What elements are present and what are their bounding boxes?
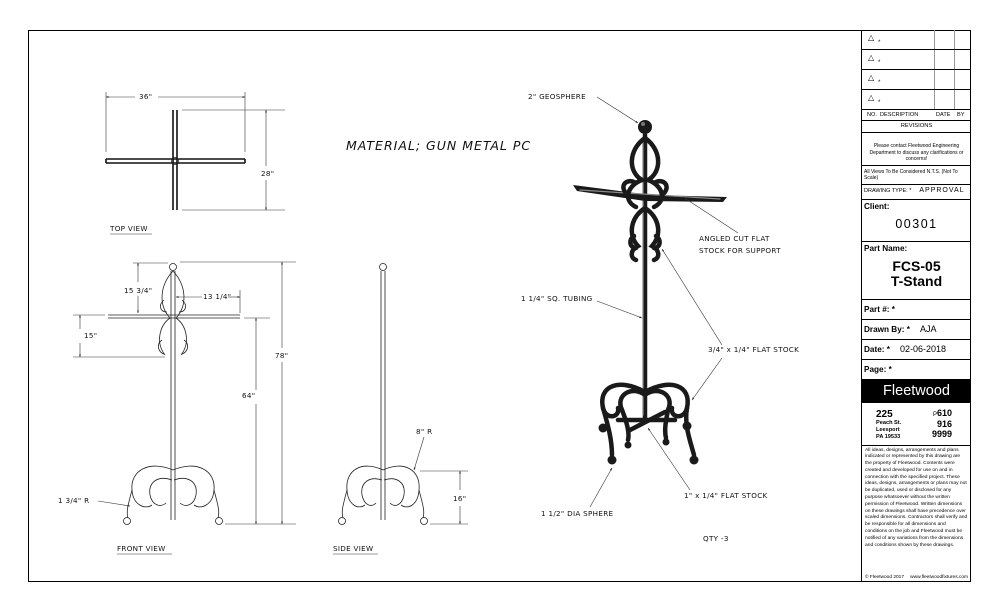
client-value: 00301 (862, 213, 971, 242)
side-base-height-dim: 16" (453, 494, 466, 503)
client-label: Client: (864, 201, 890, 211)
front-arm-reach-dim: 13 1/4" (203, 292, 231, 301)
company-address: 225 Peach St. Leesport PA 19533 P610 916… (862, 403, 971, 446)
top-view-label: TOP VIEW (109, 224, 148, 233)
callout-flat-stock-1: 1" x 1/4" FLAT STOCK (684, 491, 768, 500)
revision-triangle-icon: △ (868, 33, 875, 42)
revisions-title: REVISIONS (862, 121, 971, 133)
footer: © Fleetwood 2017 www.fleetwoodfixtures.c… (865, 575, 968, 580)
contact-note: Please contact Fleetwood Engineering Dep… (862, 133, 971, 166)
revision-header: NO. DESCRIPTION DATE BY (862, 110, 971, 121)
material-note: MATERIAL; GUN METAL PC (346, 138, 531, 153)
top-depth-dim: 28" (261, 169, 274, 178)
front-scroll-height-dim: 15" (84, 331, 97, 340)
date-field: Date: *02-06-2018 (862, 340, 971, 360)
revision-row: △* (862, 90, 971, 110)
callout-flat-stock-34: 3/4" x 1/4" FLAT STOCK (708, 345, 799, 354)
company-logo: Fleetwood (862, 378, 971, 403)
revision-row: △* (862, 50, 971, 70)
front-view-label: FRONT VIEW (117, 544, 166, 553)
front-arm-height-dim: 15 3/4" (124, 286, 152, 295)
title-block: △* △* △* △* NO. DESCRIPTION DATE BY REVI… (861, 30, 971, 582)
technical-drawing: MATERIAL; GUN METAL PC 36" 28" TOP VIEW (58, 92, 799, 555)
top-width-dim: 36" (139, 92, 152, 101)
callout-tubing: 1 1/4" SQ. TUBING (521, 294, 593, 303)
front-total-height-dim: 78" (275, 351, 288, 360)
side-radius-dim: 8" R (416, 427, 432, 436)
qty-note: QTY -3 (703, 534, 729, 543)
revision-triangle-icon: △ (868, 73, 875, 82)
callout-sphere: 1 1/2" DIA SPHERE (541, 509, 614, 518)
top-view: 36" 28" TOP VIEW (105, 92, 285, 235)
front-foot-radius-dim: 1 3/4" R (58, 496, 89, 505)
callout-angled-cut: ANGLED CUT FLAT (699, 234, 770, 243)
front-view: 15 3/4" 13 1/4" 15" 78" 64" 1 3/4" R FRO… (58, 261, 296, 555)
revision-row: △* (862, 30, 971, 50)
isometric-render (573, 120, 727, 465)
revision-triangle-icon: △ (868, 93, 875, 102)
drawn-by-field: Drawn By: *AJA (862, 320, 971, 340)
scale-note: All Views To Be Considered N.T.S. (Not T… (862, 166, 971, 185)
drawing-type: DRAWING TYPE: *APPROVAL (862, 185, 971, 200)
side-view-label: SIDE VIEW (333, 544, 373, 553)
legal-notice: All ideas, designs, arrangements and pla… (865, 447, 968, 548)
callout-angled-cut-2: STOCK FOR SUPPORT (699, 246, 781, 255)
part-name-label: Part Name: (864, 243, 908, 253)
front-arm-to-floor-dim: 64" (242, 391, 255, 400)
revision-row: △* (862, 70, 971, 90)
callout-geosphere: 2" GEOSPHERE (528, 92, 586, 101)
page-field: Page: * (864, 364, 892, 374)
side-view: 8" R 16" SIDE VIEW (333, 263, 468, 555)
part-number-field: Part #: * (862, 300, 971, 320)
revision-triangle-icon: △ (868, 53, 875, 62)
drawing-sheet-border (28, 30, 971, 582)
